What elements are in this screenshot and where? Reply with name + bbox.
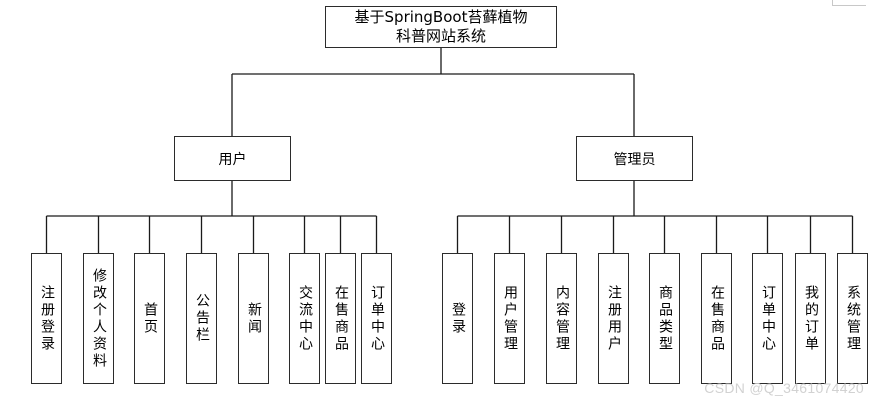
user-leaf-box: 公告栏: [186, 253, 217, 384]
watermark: CSDN @Q_3461074420: [704, 380, 864, 396]
admin-leaf-label: 用户管理: [502, 284, 518, 353]
root-title-line-2: 科普网站系统: [395, 27, 486, 45]
window-edge: [832, 0, 866, 6]
admin-leaf-box: 订单中心: [752, 253, 783, 384]
admin-leaf-label: 订单中心: [760, 284, 776, 353]
admin-node: 管理员: [576, 136, 693, 181]
user-leaf-label: 交流中心: [297, 284, 313, 353]
admin-leaf-label: 我的订单: [803, 284, 819, 353]
user-node: 用户: [174, 136, 291, 181]
user-leaf-box: 注册登录: [31, 253, 62, 384]
user-leaf-box: 修改个人资料: [83, 253, 114, 384]
admin-leaf-label: 注册用户: [606, 284, 622, 353]
user-leaf-box: 交流中心: [289, 253, 320, 384]
user-leaf-label: 新闻: [246, 301, 262, 336]
admin-leaf-label: 系统管理: [845, 284, 861, 353]
admin-leaf-label: 在售商品: [709, 284, 725, 353]
admin-leaf-box: 内容管理: [546, 253, 577, 384]
user-leaf-label: 首页: [142, 301, 158, 336]
user-leaf-box: 订单中心: [361, 253, 392, 384]
user-leaf-box: 在售商品: [325, 253, 356, 384]
admin-leaf-box: 商品类型: [649, 253, 680, 384]
admin-leaf-box: 系统管理: [837, 253, 868, 384]
user-leaf-label: 修改个人资料: [91, 267, 107, 370]
root-node: 基于SpringBoot苔藓植物 科普网站系统: [325, 6, 557, 48]
admin-leaf-box: 注册用户: [598, 253, 629, 384]
user-leaf-label: 公告栏: [194, 293, 210, 344]
user-leaf-box: 新闻: [238, 253, 269, 384]
root-title-line-1: 基于SpringBoot苔藓植物: [354, 8, 528, 26]
admin-leaf-label: 内容管理: [554, 284, 570, 353]
admin-leaf-box: 我的订单: [795, 253, 826, 384]
user-leaf-label: 订单中心: [369, 284, 385, 353]
user-leaf-label: 在售商品: [333, 284, 349, 353]
user-leaf-box: 首页: [134, 253, 165, 384]
admin-leaf-box: 登录: [442, 253, 473, 384]
admin-leaf-label: 登录: [450, 301, 466, 336]
admin-leaf-label: 商品类型: [657, 284, 673, 353]
admin-leaf-box: 用户管理: [494, 253, 525, 384]
user-leaf-label: 注册登录: [39, 284, 55, 353]
admin-leaf-box: 在售商品: [701, 253, 732, 384]
